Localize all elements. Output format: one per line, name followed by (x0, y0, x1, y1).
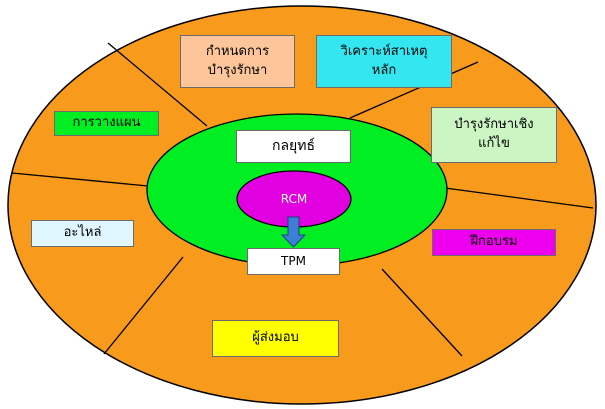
strategy-box: กลยุทธ์ (236, 130, 351, 163)
divider-line (103, 256, 184, 355)
spare-parts-box: อะไหล่ (31, 220, 134, 247)
divider-line (381, 268, 463, 357)
divider-line (107, 42, 208, 127)
rcm-label: RCM (281, 192, 307, 206)
divider-line (444, 187, 594, 209)
down-arrow (280, 216, 307, 248)
suppliers-box: ผู้ส่งมอบ (212, 320, 339, 357)
sector-dividers (11, 42, 594, 357)
divider-line (11, 172, 149, 187)
corrective-maintenance-box: บำรุงรักษาเชิง แก้ไข (431, 107, 557, 163)
training-box: ฝึกอบรม (432, 229, 556, 256)
planning-box: การวางแผน (54, 111, 159, 136)
root-cause-box: วิเคราะห์สาเหตุ หลัก (316, 35, 452, 88)
divider-line (349, 61, 479, 119)
maintenance-scheduling-box: กำหนดการ บำรุงรักษา (180, 35, 295, 88)
tpm-box: TPM (247, 248, 340, 275)
